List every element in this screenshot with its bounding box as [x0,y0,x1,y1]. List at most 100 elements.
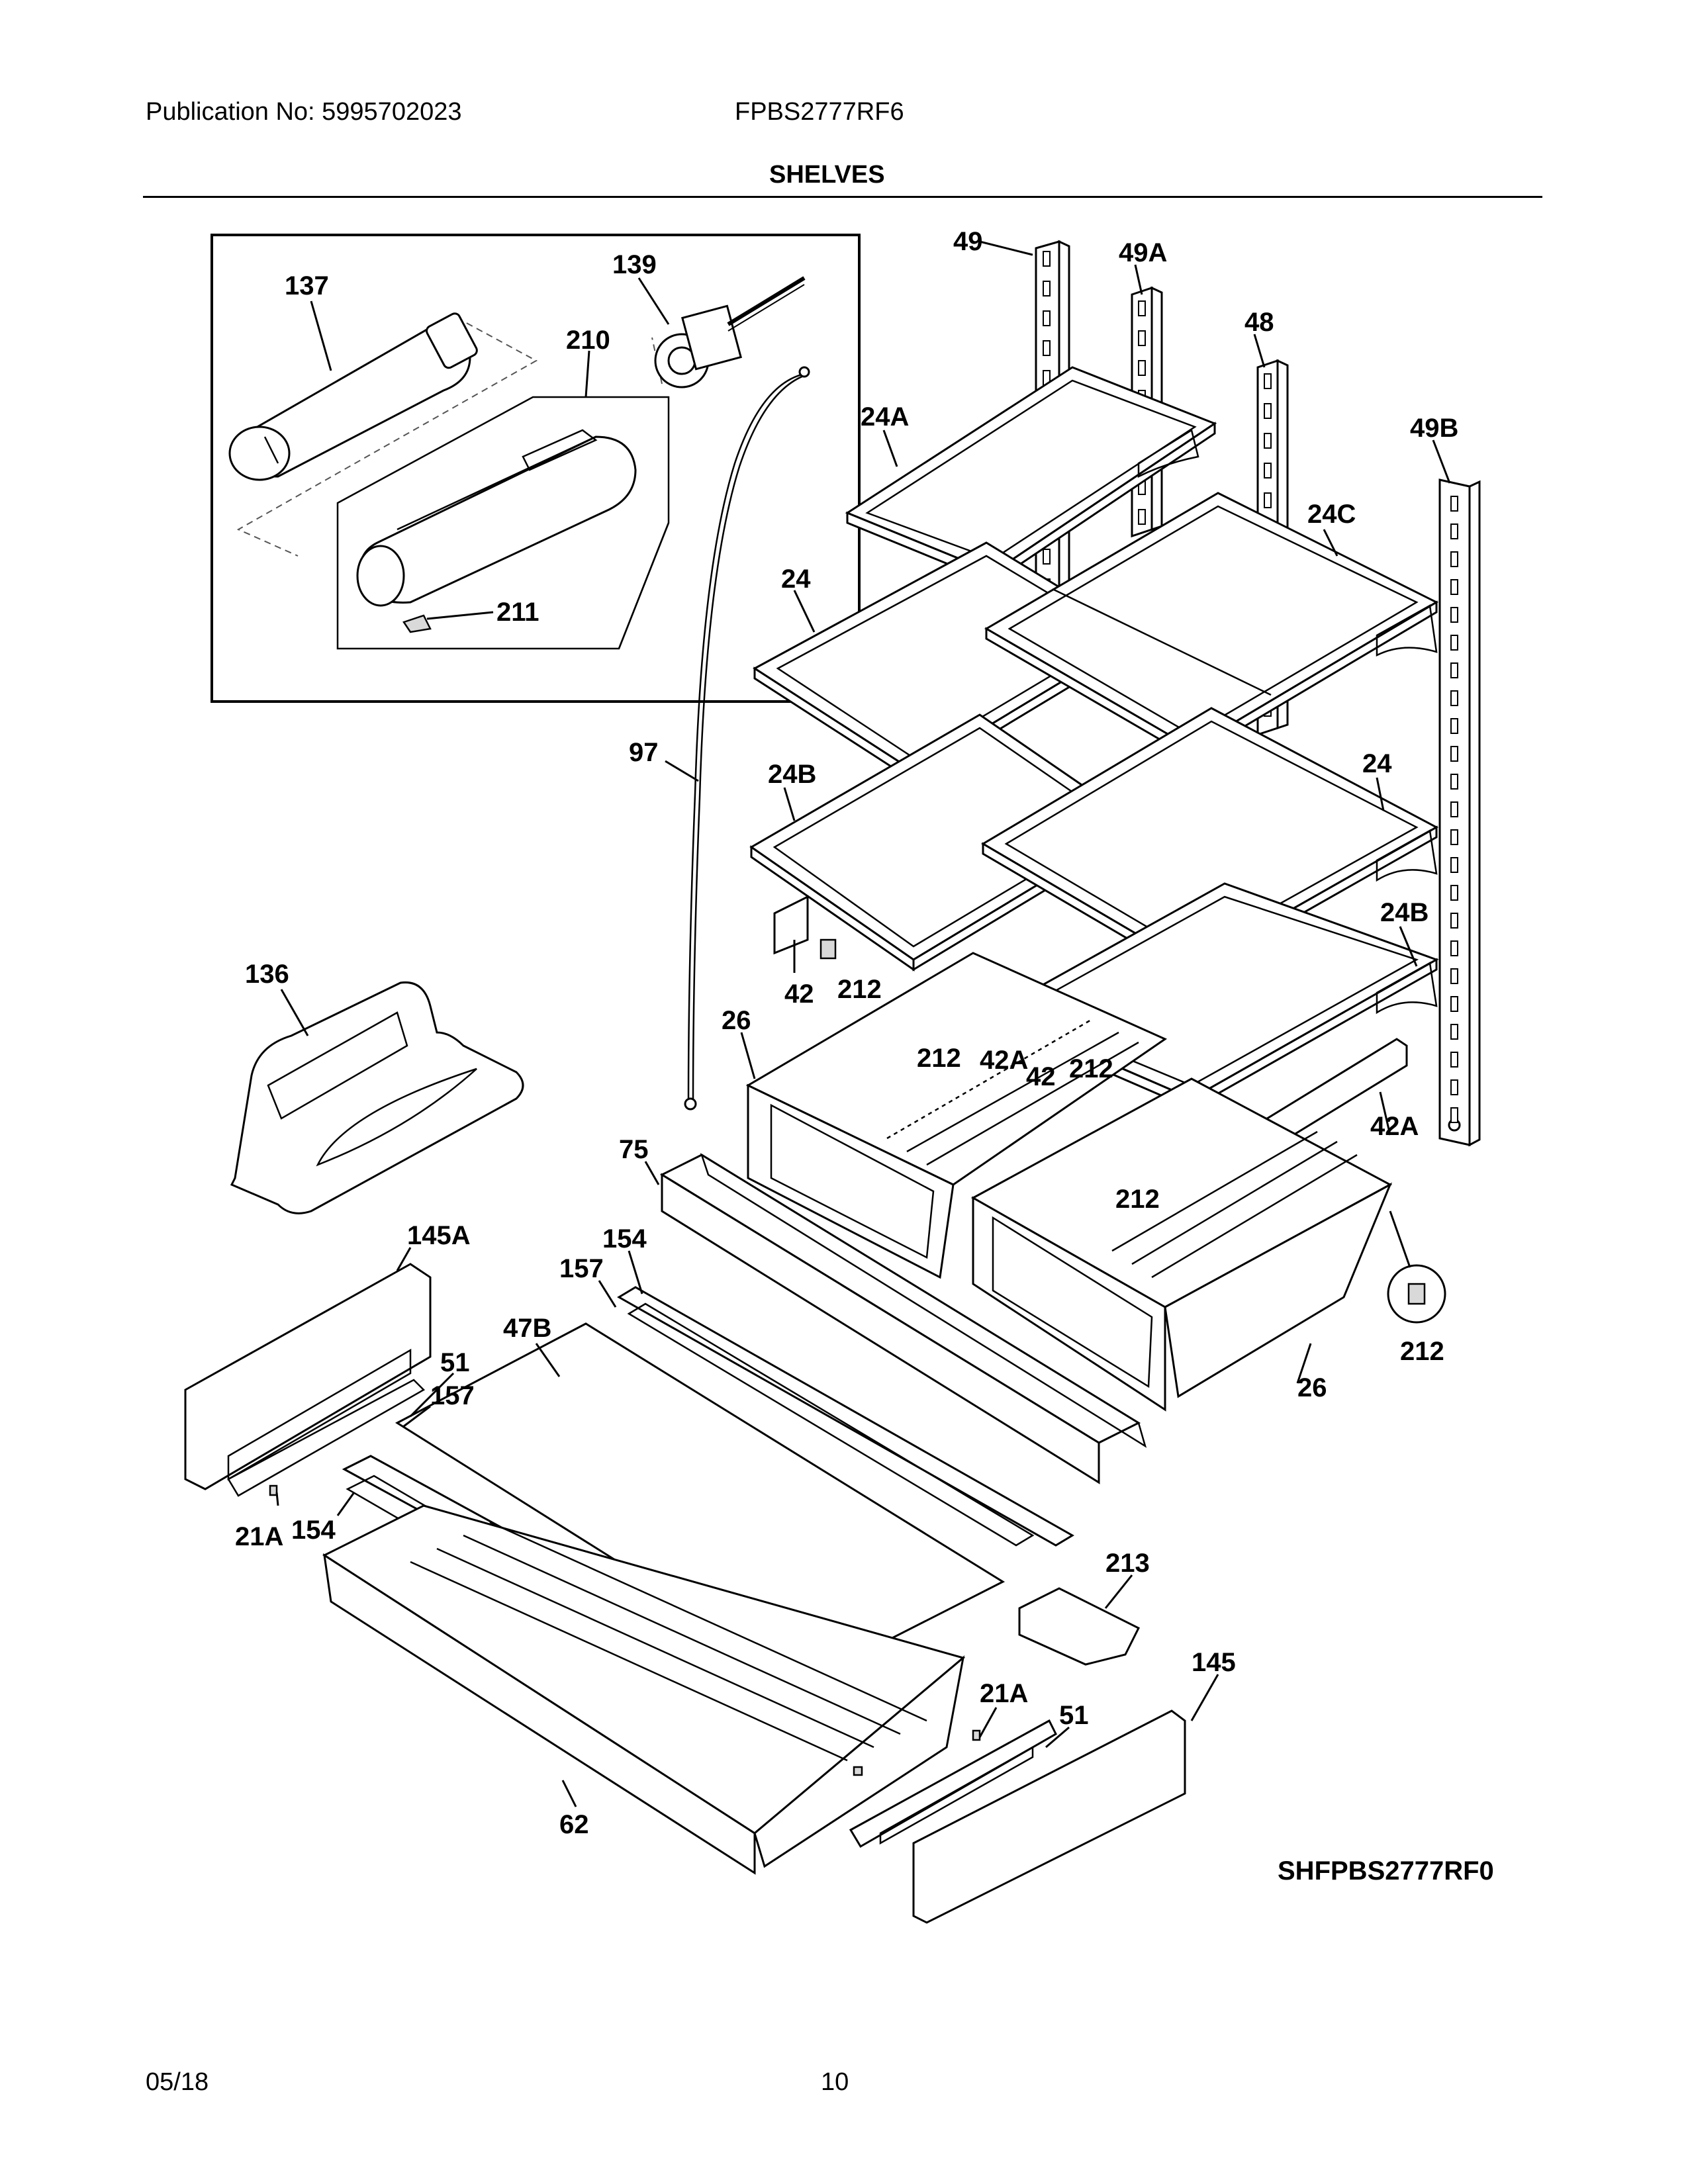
rail-slot [1450,913,1458,929]
callout-62: 62 [559,1810,589,1839]
callout-212-d: 212 [1115,1185,1160,1214]
callout-51-right: 51 [1059,1701,1089,1730]
rail-slot [1450,523,1458,539]
drawer-icon [745,952,1393,1412]
rail-slot [1450,1024,1458,1040]
rail-slot [1264,403,1272,419]
rail-slot [1450,1107,1458,1123]
clip-icon [402,614,432,633]
page-title: SHELVES [769,161,885,189]
rail-slot [1450,662,1458,678]
rail-slot [1450,579,1458,595]
callout-210: 210 [566,326,610,355]
model-number: FPBS2777RF6 [735,98,904,126]
filter-housing-icon [356,429,637,607]
rail-slot [1450,1052,1458,1068]
rail-slot [1450,635,1458,651]
rail-slot [1450,968,1458,984]
callout-24C: 24C [1307,500,1356,529]
page-number: 10 [821,2068,849,2096]
callout-211: 211 [496,598,539,627]
rail-icon [1035,240,1481,1147]
callout-49A: 49A [1119,238,1167,267]
diagram-code: SHFPBS2777RF0 [1278,1856,1494,1886]
publication-number: Publication No: 5995702023 [146,98,462,126]
rail-slot [1264,433,1272,449]
pantry-drawer [322,1504,966,1875]
rail-slot [1264,373,1272,389]
filter-head-icon [654,276,806,388]
callout-157-left: 157 [430,1381,475,1410]
rail-slot [1450,718,1458,734]
callout-24B-left: 24B [768,760,816,789]
rail-slot [1450,774,1458,790]
callout-154-left: 154 [291,1516,336,1545]
callout-154-top: 154 [602,1224,647,1253]
callout-48: 48 [1244,308,1274,337]
slide-covers [184,1263,1186,1924]
rail-slot [1450,1079,1458,1095]
detail-circle [1387,1210,1446,1324]
rail-slot [1264,463,1272,478]
rail-slot [1450,857,1458,873]
rail-slot [1450,746,1458,762]
callout-47B: 47B [503,1314,551,1343]
callout-136: 136 [245,960,289,989]
callout-212-b: 212 [917,1044,961,1073]
callout-51-left: 51 [440,1348,470,1377]
callout-49: 49 [953,227,983,256]
rail-slot [1138,330,1146,346]
rail-slot [1450,607,1458,623]
callout-24A: 24A [861,402,909,432]
callout-137: 137 [285,271,329,300]
footer-date: 05/18 [146,2068,209,2096]
callout-42A-mid: 42A [980,1046,1028,1075]
callout-212-c: 212 [1069,1054,1113,1083]
cover-icon [230,981,524,1214]
callout-labels: 49 49A 48 49B 24A 24C 24 24 24B 24B 137 … [235,227,1458,1839]
callout-24-right: 24 [1362,749,1392,778]
rail-slot [1450,801,1458,817]
rail-slot [1138,300,1146,316]
rail-slot [1450,996,1458,1012]
rail-slot [1138,360,1146,376]
header-divider [143,196,1542,198]
rail-slot [1043,340,1051,356]
rail-slot [1043,310,1051,326]
callout-21A-left: 21A [235,1522,283,1551]
callout-97: 97 [629,738,659,767]
rail-slot [1043,281,1051,296]
filter-inset-box [211,234,861,703]
callout-42A-right: 42A [1370,1112,1419,1141]
callout-24B-right: 24B [1380,898,1429,927]
rail-slot [1450,690,1458,706]
callout-145: 145 [1192,1648,1236,1677]
callout-26-left: 26 [722,1006,751,1035]
callout-212-a: 212 [837,975,882,1004]
callout-42-mid: 42 [1026,1062,1056,1091]
rail-slot [1264,492,1272,508]
rail-slot [1450,551,1458,567]
guide-dashed-line [236,317,538,557]
callout-24-top: 24 [781,565,811,594]
callout-213: 213 [1105,1549,1150,1578]
rail-slot [1138,509,1146,525]
callout-212-e: 212 [1400,1337,1444,1366]
rail-slot [1043,549,1051,565]
clip-213 [1018,1587,1141,1666]
callout-42-left: 42 [784,979,814,1009]
callout-26-right: 26 [1297,1373,1327,1402]
leader-lines [275,240,1451,1807]
rail-slot [1450,829,1458,845]
rail-slot [1043,251,1051,267]
callout-145A: 145A [407,1221,471,1250]
water-filter-icon [228,312,478,481]
water-tube [687,373,805,1099]
rail-slot [1450,940,1458,956]
callout-21A-right: 21A [980,1679,1028,1708]
callout-157-top: 157 [559,1254,604,1283]
rail-slot [1450,496,1458,512]
callout-139: 139 [612,250,657,279]
callout-75: 75 [619,1135,649,1164]
